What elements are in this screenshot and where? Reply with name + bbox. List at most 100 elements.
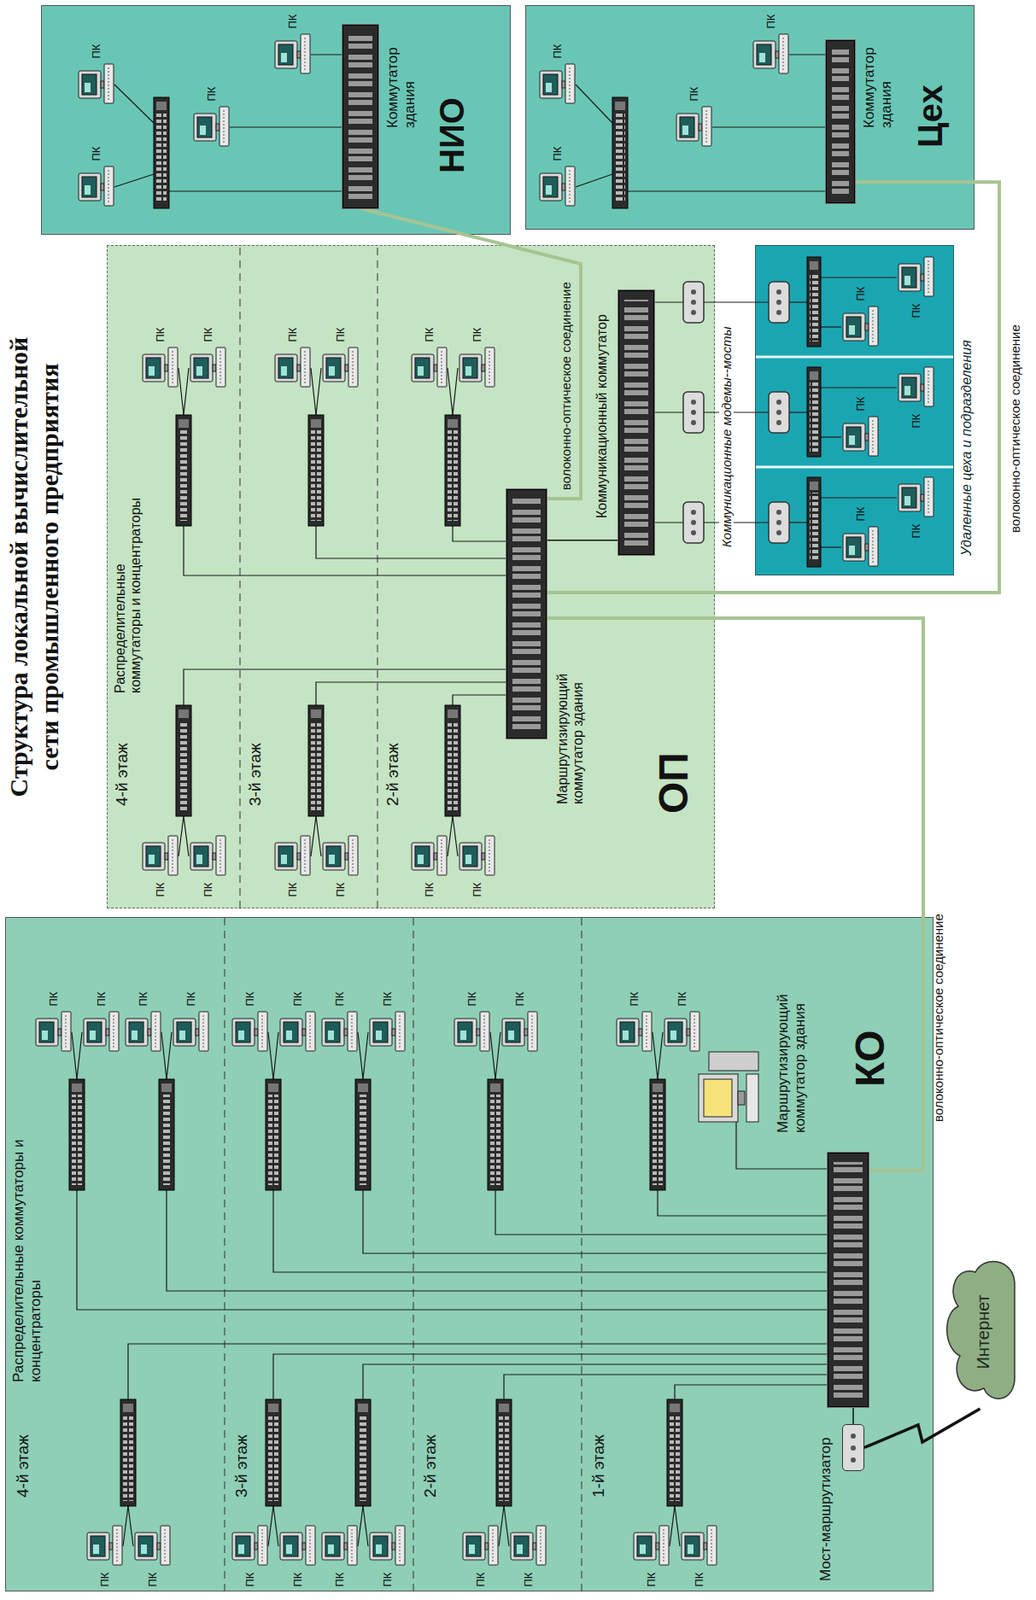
pc-label: ПК xyxy=(909,301,923,321)
pc-part xyxy=(176,1022,192,1043)
pc-part xyxy=(682,125,689,135)
pc-cable xyxy=(362,1506,369,1547)
pc-part xyxy=(539,70,562,99)
distribution-switch xyxy=(69,1079,85,1191)
modem-bridge xyxy=(768,392,790,434)
pc-part xyxy=(454,1018,477,1047)
pc-part xyxy=(638,1029,643,1036)
pc-part xyxy=(756,44,772,65)
pc-part xyxy=(84,185,91,195)
modem-bridge xyxy=(768,281,790,323)
pc-part xyxy=(168,347,178,387)
pc-part xyxy=(663,1529,665,1563)
pc-part xyxy=(904,386,911,396)
switch-ports xyxy=(809,492,819,562)
pc-part xyxy=(865,323,869,331)
diagram-title: Структура локальной вычислительной сети … xyxy=(3,327,65,807)
switch-ports xyxy=(357,1415,369,1502)
pc-label: ПК xyxy=(333,989,346,1009)
pc-part xyxy=(164,1529,166,1563)
edge-label: волоконно-оптическое соединение xyxy=(1007,324,1023,533)
server-computer xyxy=(737,1091,745,1106)
cable xyxy=(128,1344,827,1400)
pc-part xyxy=(164,364,169,372)
pc-part xyxy=(545,82,552,93)
modem-led xyxy=(690,310,697,316)
pc-part xyxy=(326,846,341,867)
pc-part xyxy=(753,40,776,69)
pc-part xyxy=(140,1545,147,1555)
pc-label: ПК xyxy=(687,84,701,104)
pc-node: ПК xyxy=(274,834,312,900)
switch-module xyxy=(447,419,458,428)
pc-part xyxy=(223,110,225,143)
pc-part xyxy=(41,1030,48,1041)
cable xyxy=(653,301,684,303)
modem-bridge xyxy=(683,502,704,544)
switch-ports xyxy=(498,1415,510,1502)
pc-part xyxy=(655,1543,660,1551)
distribution-switch xyxy=(807,367,821,457)
pc-part xyxy=(415,846,430,867)
pc-cable xyxy=(273,1032,279,1080)
pc-part xyxy=(193,846,209,867)
pc-part xyxy=(257,1526,268,1566)
pc-label: ПК xyxy=(854,394,867,414)
pc-label: ПК xyxy=(474,1570,487,1590)
pc-part xyxy=(196,854,203,865)
edge-label: волоконно-оптическое соединение xyxy=(930,913,946,1123)
pc-part xyxy=(924,257,934,297)
pc-node: ПК xyxy=(538,142,577,208)
switch-module xyxy=(122,1404,134,1413)
pc-part xyxy=(872,310,874,343)
cable xyxy=(273,1354,827,1400)
pc-icon xyxy=(368,1524,407,1568)
distribution-switch xyxy=(807,477,821,568)
pc-label: ПК xyxy=(184,989,198,1009)
pc-part xyxy=(395,1526,405,1566)
pc-part xyxy=(510,1533,533,1561)
building-region: ЦехКоммутатор зданияПКПКПКПК xyxy=(525,5,975,230)
pc-node: ПК xyxy=(368,1524,407,1590)
pc-label: ПК xyxy=(146,1570,159,1590)
pc-part xyxy=(690,1012,700,1052)
pc-part xyxy=(898,374,921,402)
distribution-switch xyxy=(175,705,192,817)
pc-part xyxy=(375,1545,382,1555)
pc-cable xyxy=(820,276,897,278)
pc-part xyxy=(90,1536,106,1557)
cable xyxy=(166,1190,827,1292)
pc-cable xyxy=(820,386,897,388)
pc-node: ПК xyxy=(189,323,228,389)
modem-bridge xyxy=(768,502,790,544)
pc-part xyxy=(348,347,358,387)
pc-part xyxy=(687,1545,694,1555)
modem-led xyxy=(690,289,697,295)
cable xyxy=(316,682,506,706)
pc-part xyxy=(305,1012,316,1052)
pc-part xyxy=(138,1536,153,1557)
switch-ports xyxy=(268,1415,279,1502)
pc-node: ПК xyxy=(231,1524,270,1590)
cable xyxy=(503,1375,827,1400)
pc-part xyxy=(842,423,866,451)
switch-ports xyxy=(512,498,541,730)
region-label: НИО xyxy=(432,97,472,174)
pc-part xyxy=(254,1029,258,1036)
pc-part xyxy=(392,1543,396,1551)
pc-part xyxy=(262,1015,264,1048)
pc-part xyxy=(81,176,97,198)
pc-icon xyxy=(615,1010,654,1054)
pc-node: ПК xyxy=(189,834,228,900)
pc-part xyxy=(488,1526,498,1566)
device-label: Маршрутизирующий коммутатор здания xyxy=(774,966,808,1134)
pc-part xyxy=(216,836,226,876)
distribution-switch xyxy=(496,1399,512,1507)
pc-part xyxy=(257,1012,268,1052)
pc-node: ПК xyxy=(77,40,116,106)
floor-label: 2-й этаж xyxy=(383,743,403,807)
pc-part xyxy=(659,1526,669,1566)
pc-part xyxy=(846,537,861,558)
pc-part xyxy=(147,1029,152,1036)
pc-part xyxy=(433,364,438,372)
